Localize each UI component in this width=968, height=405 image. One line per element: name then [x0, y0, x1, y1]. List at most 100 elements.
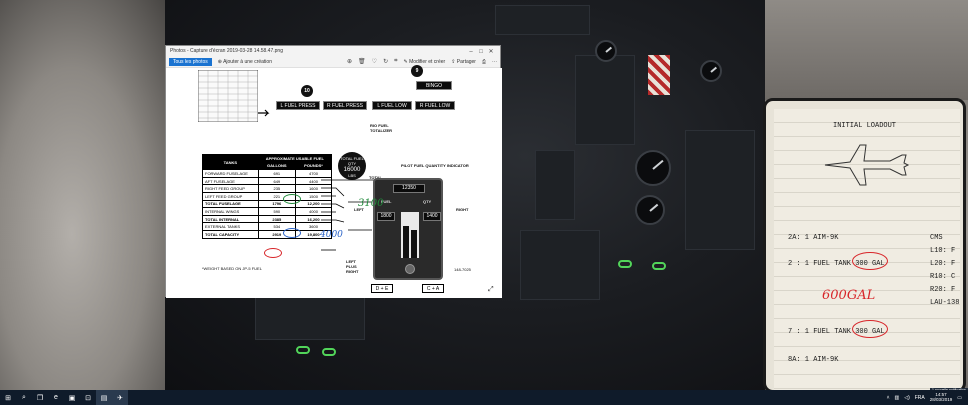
file-explorer-icon[interactable]: ▣: [68, 394, 76, 402]
cms-l20: L20: F: [930, 260, 956, 268]
minimize-icon[interactable]: –: [469, 48, 473, 55]
network-icon[interactable]: ▥: [894, 394, 900, 401]
fuel-system-diagram: 9 BINGO 10 L FUEL PRESS R FUEL PRESS L F…: [166, 65, 502, 298]
zoom-icon[interactable]: ⊕: [347, 59, 353, 65]
more-options-icon[interactable]: ···: [492, 58, 497, 65]
bingo-knob: [405, 264, 415, 274]
table-cell: RIGHT FEED GROUP: [202, 184, 259, 193]
table-cell: TOTAL FUSELAGE: [202, 199, 259, 209]
fullscreen-icon[interactable]: ⤢: [488, 286, 494, 293]
table-cell: FORWARD FUSELAGE: [202, 169, 259, 178]
notification-center-icon[interactable]: ▭: [957, 394, 962, 401]
start-icon[interactable]: ⊞: [5, 394, 11, 402]
left-label: LEFT: [354, 207, 364, 212]
maximize-icon[interactable]: □: [479, 48, 483, 55]
left-fuel-readout: 1800: [377, 212, 395, 221]
table-header-row: TANKS APPROXIMATE USABLE FUEL: [202, 153, 333, 171]
table-cell: TOTAL INTERNAL: [202, 214, 259, 224]
share-icon: ⇪: [451, 58, 457, 65]
red-circle-annotation: [264, 248, 282, 258]
clock-time: 14:57: [935, 391, 947, 397]
lunar-terrain-left: [0, 0, 180, 390]
cms-r20: R20: F: [930, 286, 956, 294]
callout-badge: 9: [411, 65, 423, 77]
volume-icon[interactable]: ◁): [904, 394, 910, 401]
table-header: APPROXIMATE USABLE FUEL: [257, 154, 333, 163]
airspeed-gauge: [595, 40, 617, 62]
window-controls: –□ ✕: [466, 48, 496, 55]
bottom-feed-label: C + A: [422, 284, 444, 293]
rotate-icon[interactable]: ↻: [383, 59, 389, 65]
loadout-station-8a: 8A: 1 AIM-9K: [788, 356, 839, 364]
clock[interactable]: 14:57 28/03/2019: [929, 391, 953, 403]
table-cell: LEFT FEED GROUP: [202, 191, 259, 201]
tray-arrow-icon[interactable]: ˄: [886, 394, 890, 401]
kneeboard: [763, 98, 966, 393]
store-icon[interactable]: ⊡: [85, 394, 91, 402]
green-indicator-light: [322, 348, 336, 356]
green-indicator-light: [296, 346, 310, 354]
favorite-icon[interactable]: ♡: [371, 59, 378, 65]
kneeboard-title: INITIAL LOADOUT: [833, 122, 897, 130]
totalizer-label: TOTAL FUEL QTY: [340, 156, 364, 166]
language-indicator[interactable]: FRA: [914, 394, 925, 401]
viewer-toolbar: Tous les photos ⊕ Ajouter à une création…: [166, 56, 500, 68]
bingo-light: BINGO: [416, 81, 452, 90]
caution-light-l-fuel-press: L FUEL PRESS: [276, 101, 320, 110]
table-header: TANKS: [202, 153, 259, 171]
clock-date: 28/03/2019: [929, 396, 953, 402]
search-icon[interactable]: ⌕: [22, 393, 26, 401]
print-icon[interactable]: ⎙: [481, 58, 486, 65]
aircraft-silhouette: [824, 144, 910, 186]
photos-app-icon[interactable]: ▤: [96, 390, 112, 405]
add-to-creation-button[interactable]: ⊕ Ajouter à une création: [218, 59, 272, 65]
tape-indicator: [401, 212, 419, 258]
attitude-gauge: [635, 150, 671, 186]
right-console: [685, 130, 755, 250]
edit-create-button[interactable]: ✎ Modifier et créer: [403, 59, 445, 65]
table-cell: AFT FUSELAGE: [202, 176, 259, 186]
loadout-station-2a: 2A: 1 AIM-9K: [788, 234, 839, 242]
system-tray: ˄ ▥ ◁) FRA 14:57 28/03/2019 ▭: [886, 391, 968, 403]
dcs-app-icon[interactable]: ✈: [112, 390, 128, 405]
green-indicator-light: [652, 262, 666, 270]
caution-light-r-fuel-low: R FUEL LOW: [415, 101, 455, 110]
left-plus-right-label: LEFT PLUS RIGHT: [346, 259, 359, 274]
green-indicator-light: [618, 260, 632, 268]
ejection-handle-stripes: [648, 55, 670, 95]
right-fuel-readout: 1400: [423, 212, 441, 221]
callout-badge: 10: [301, 85, 313, 97]
share-label: Partager: [456, 58, 476, 65]
crop-icon[interactable]: ⌗: [394, 58, 398, 64]
pilot-indicator-label: PILOT FUEL QUANTITY INDICATOR: [401, 163, 469, 168]
fuel-quantity-indicator: 12350 1800 1400 FUEL QTY: [373, 178, 443, 280]
close-icon[interactable]: ✕: [488, 48, 494, 55]
add-icon: ⊕: [217, 58, 224, 65]
lunar-terrain-right: [760, 0, 968, 100]
fuel-capacity-table: TANKS APPROXIMATE USABLE FUEL GALLONS PO…: [202, 153, 333, 239]
window-titlebar[interactable]: Photos - Capture d'écran 2019-03-28 14.5…: [166, 46, 500, 56]
station-7-desc: 7 : 1 FUEL TANK: [788, 328, 856, 336]
task-view-icon[interactable]: ❐: [36, 394, 44, 402]
figure-reference: 148-7025: [454, 267, 471, 272]
right-tape-bar: [411, 230, 417, 258]
delete-icon[interactable]: 🗑: [358, 59, 366, 65]
edit-create-label: Modifier et créer: [409, 58, 446, 65]
fuel-totalizer: TOTAL FUEL QTY 16000 LBS: [338, 152, 366, 180]
share-button[interactable]: ⇪ Partager: [451, 59, 476, 65]
qty-label: QTY: [423, 199, 432, 204]
warning-panel: [495, 5, 590, 35]
cms-heading: CMS: [930, 234, 943, 242]
edge-icon[interactable]: e: [54, 394, 58, 401]
all-photos-button[interactable]: Tous les photos: [169, 57, 212, 66]
cms-l10: L10: F: [930, 247, 956, 255]
table-cell: 235: [257, 184, 296, 193]
totalizer-unit: LBS: [348, 173, 356, 178]
photos-viewer-window[interactable]: Photos - Capture d'écran 2019-03-28 14.5…: [165, 45, 502, 298]
